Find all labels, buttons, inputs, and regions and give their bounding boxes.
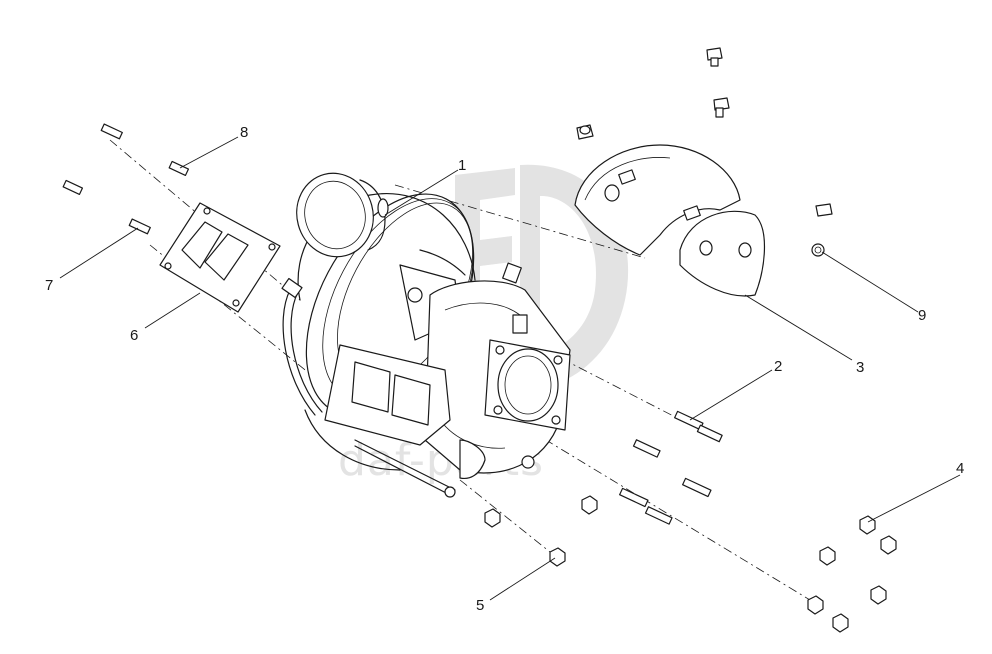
callout-4: 4 [956, 460, 964, 477]
studs [62, 123, 723, 525]
callouts: 1 2 3 4 5 6 7 8 9 [45, 124, 964, 614]
callout-2: 2 [774, 358, 782, 375]
nuts [484, 495, 897, 633]
leader-lines [59, 136, 961, 601]
callout-8: 8 [240, 124, 248, 141]
callout-6: 6 [130, 327, 138, 344]
gasket [159, 202, 281, 313]
heat-shield-bolts [576, 47, 833, 257]
callout-5: 5 [476, 597, 484, 614]
callout-1: 1 [458, 157, 466, 174]
callout-3: 3 [856, 359, 864, 376]
heat-shield [574, 144, 765, 297]
callout-7: 7 [45, 277, 53, 294]
turbocharger [281, 172, 571, 498]
callout-9: 9 [918, 307, 926, 324]
